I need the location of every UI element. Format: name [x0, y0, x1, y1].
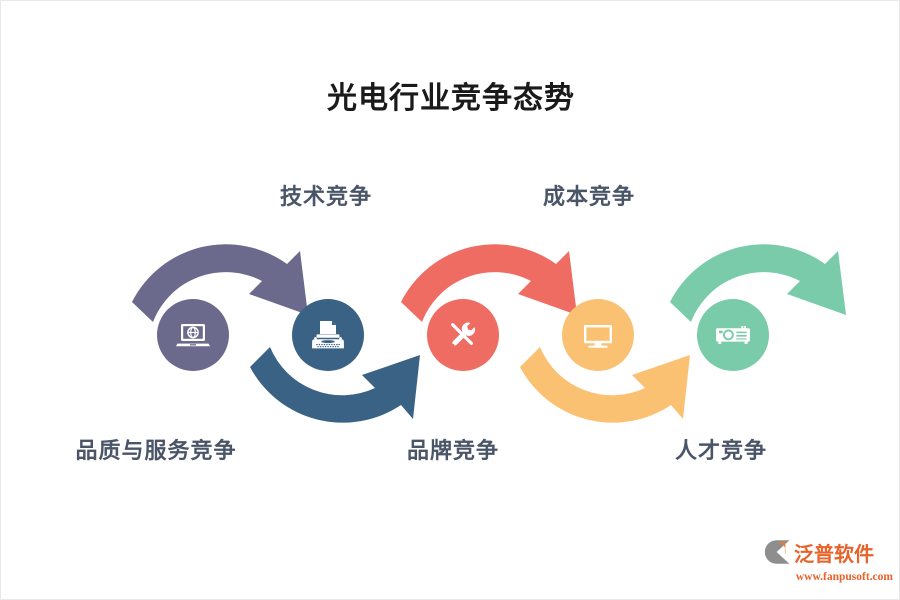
label-brand-competition: 品牌竞争 — [406, 439, 499, 464]
arrow-1-over-top — [132, 244, 308, 322]
node-1-circle[interactable] — [157, 299, 229, 371]
monitor-icon — [578, 315, 618, 355]
typewriter-icon — [308, 315, 348, 355]
page-title: 光电行业竞争态势 — [327, 81, 575, 116]
label-technology-competition: 技术竞争 — [279, 185, 372, 210]
node-3-circle[interactable] — [427, 299, 499, 371]
arrow-2-under-bottom — [250, 347, 420, 423]
watermark: 泛普软件 www.fanpusoft.com — [763, 539, 893, 591]
arrow-5-over-top — [670, 244, 846, 322]
node-2-circle[interactable] — [292, 299, 364, 371]
label-quality-service-competition: 品质与服务竞争 — [75, 439, 237, 464]
node-5-circle[interactable] — [697, 299, 769, 371]
laptop-globe-icon — [173, 315, 213, 355]
node-4-circle[interactable] — [562, 299, 634, 371]
wrench-screwdriver-icon — [443, 315, 483, 355]
arrow-3-over-top — [401, 244, 577, 322]
fanpu-logo-icon — [763, 539, 791, 569]
arrow-4-under-bottom — [520, 347, 690, 423]
projector-icon — [713, 315, 753, 355]
watermark-url: www.fanpusoft.com — [795, 571, 893, 583]
watermark-brand: 泛普软件 — [794, 542, 874, 566]
label-talent-competition: 人才竞争 — [674, 439, 767, 464]
label-cost-competition: 成本竞争 — [542, 185, 635, 210]
